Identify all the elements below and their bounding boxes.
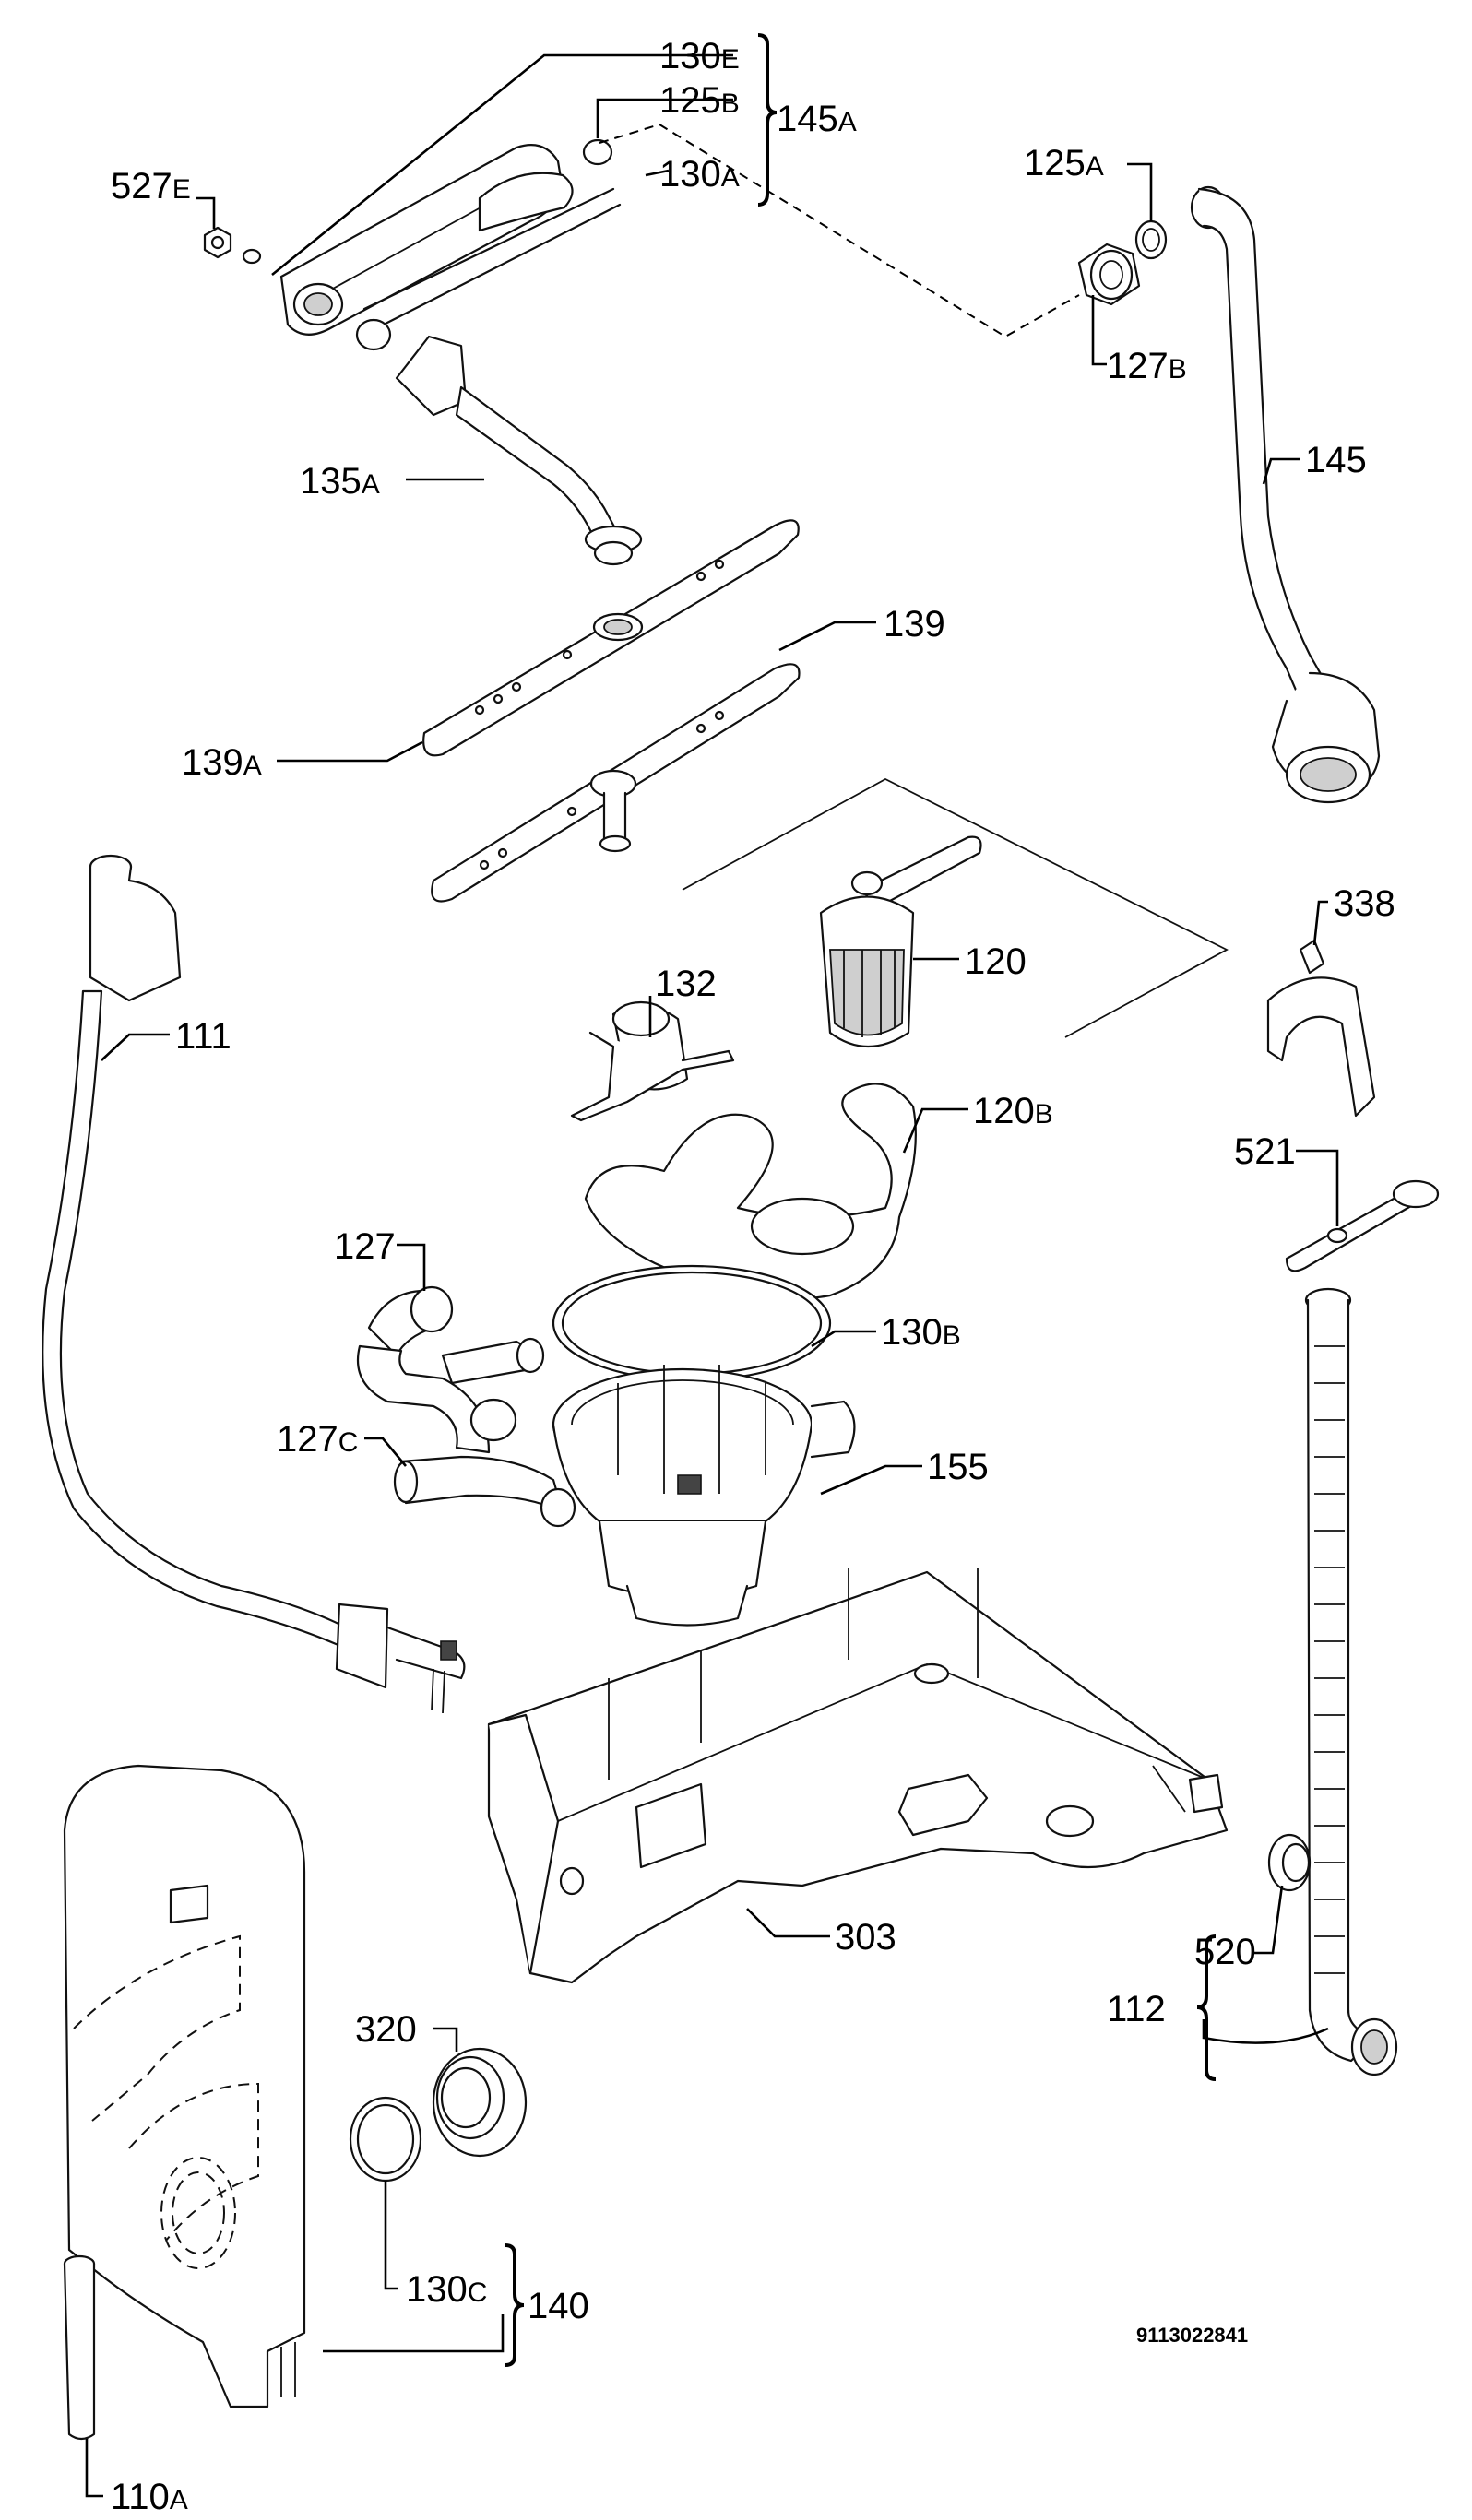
part-130a-pipe-seal [362,187,622,329]
drawing-number: 9113022841 [1136,2324,1248,2347]
filter-group-bracket [682,777,1229,1038]
part-111-inlet-hose [42,854,466,1714]
label-135a: 135A [300,461,380,502]
label-140: 140 [528,2286,589,2326]
part-130a-o-ring [355,318,392,351]
label-130a: 130A [659,154,740,195]
label-127c: 127C [277,1419,358,1460]
part-130b-ring [552,1264,832,1382]
label-130c: 130C [406,2269,487,2310]
label-120b: 120B [973,1091,1053,1131]
part-303-base [487,1568,1229,1984]
label-120: 120 [965,941,1027,982]
part-110a-rod [63,2254,96,2441]
brace-112-group [1196,1934,1217,2081]
part-145-water-hose [1190,185,1381,804]
part-127b-fitting [1077,243,1141,306]
part-125a-o-ring [1134,219,1168,260]
brace-145a-group [757,33,778,207]
part-132-float [570,1000,735,1122]
part-155-sump [552,1365,856,1627]
label-127: 127 [334,1226,396,1267]
part-120b-gasket [584,1083,917,1300]
part-320-seal [432,2047,528,2158]
dashed-connection-line [599,123,1080,338]
part-521-bracket [1285,1179,1440,1272]
part-338-clip [1266,939,1376,1118]
part-125b-o-ring [582,138,613,166]
label-521: 521 [1234,1131,1296,1172]
label-320: 320 [355,2009,417,2050]
label-125a: 125A [1024,143,1104,183]
brace-140-group [505,2243,525,2367]
label-127b: 127B [1107,346,1187,386]
part-140-side-panel [63,1764,306,2408]
label-139a: 139A [182,742,262,783]
label-527e: 527E [111,166,191,207]
part-139-lower-spray-arm [431,663,801,903]
part-135a-feed-pipe [395,335,643,566]
label-303: 303 [835,1917,896,1958]
part-130c-o-ring [349,2096,422,2183]
part-145a-upper-water-pipe [279,144,574,336]
label-125b: 125B [659,80,740,121]
part-127c-hose [393,1455,576,1528]
label-112: 112 [1107,1989,1166,2029]
label-145a: 145A [777,99,857,139]
label-130b: 130B [881,1312,961,1353]
part-112-drain-hose [1304,1287,1398,2076]
part-520-grommet [1267,1833,1312,1892]
part-small-o-ring [242,248,262,265]
part-127-hose [356,1285,545,1454]
label-338: 338 [1334,883,1395,924]
label-520: 520 [1194,1932,1256,1972]
label-111: 111 [175,1016,231,1057]
label-145: 145 [1305,440,1367,480]
part-120-filter [819,835,982,1048]
part-527e-nut [203,226,232,259]
part-139a-upper-spray-arm [422,519,800,757]
label-139: 139 [884,604,945,645]
label-132: 132 [655,964,717,1004]
label-155: 155 [927,1447,989,1487]
label-110a: 110A [111,2477,188,2517]
leader-lines [85,53,1339,2498]
label-130e: 130E [659,36,740,77]
